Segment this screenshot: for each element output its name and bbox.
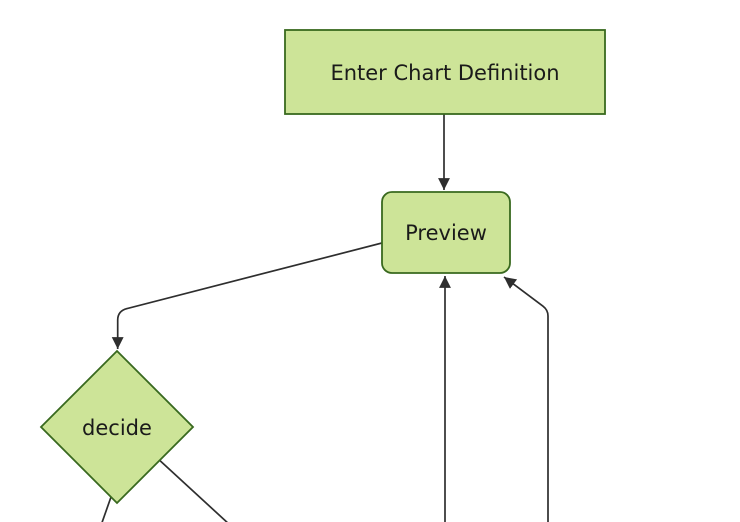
node-enter-chart-definition: Enter Chart Definition — [284, 29, 606, 115]
preview-box — [381, 191, 511, 274]
edge-preview-to-decide — [111, 242, 383, 349]
node-preview: Preview — [381, 191, 511, 274]
enter-chart-definition-label: Enter Chart Definition — [330, 61, 559, 85]
edge-decide-to-offscreen-bottom-left — [101, 496, 112, 522]
edge-layer — [101, 114, 549, 522]
enter-chart-definition-box — [284, 29, 606, 115]
decide-label: decide — [82, 416, 152, 440]
node-decide: decide — [39, 349, 195, 505]
preview-label: Preview — [405, 221, 487, 245]
edge-offscreen-to-preview-angled — [503, 276, 549, 522]
decide-diamond — [39, 349, 195, 505]
edge-decide-to-offscreen-bottom-right — [158, 459, 228, 522]
